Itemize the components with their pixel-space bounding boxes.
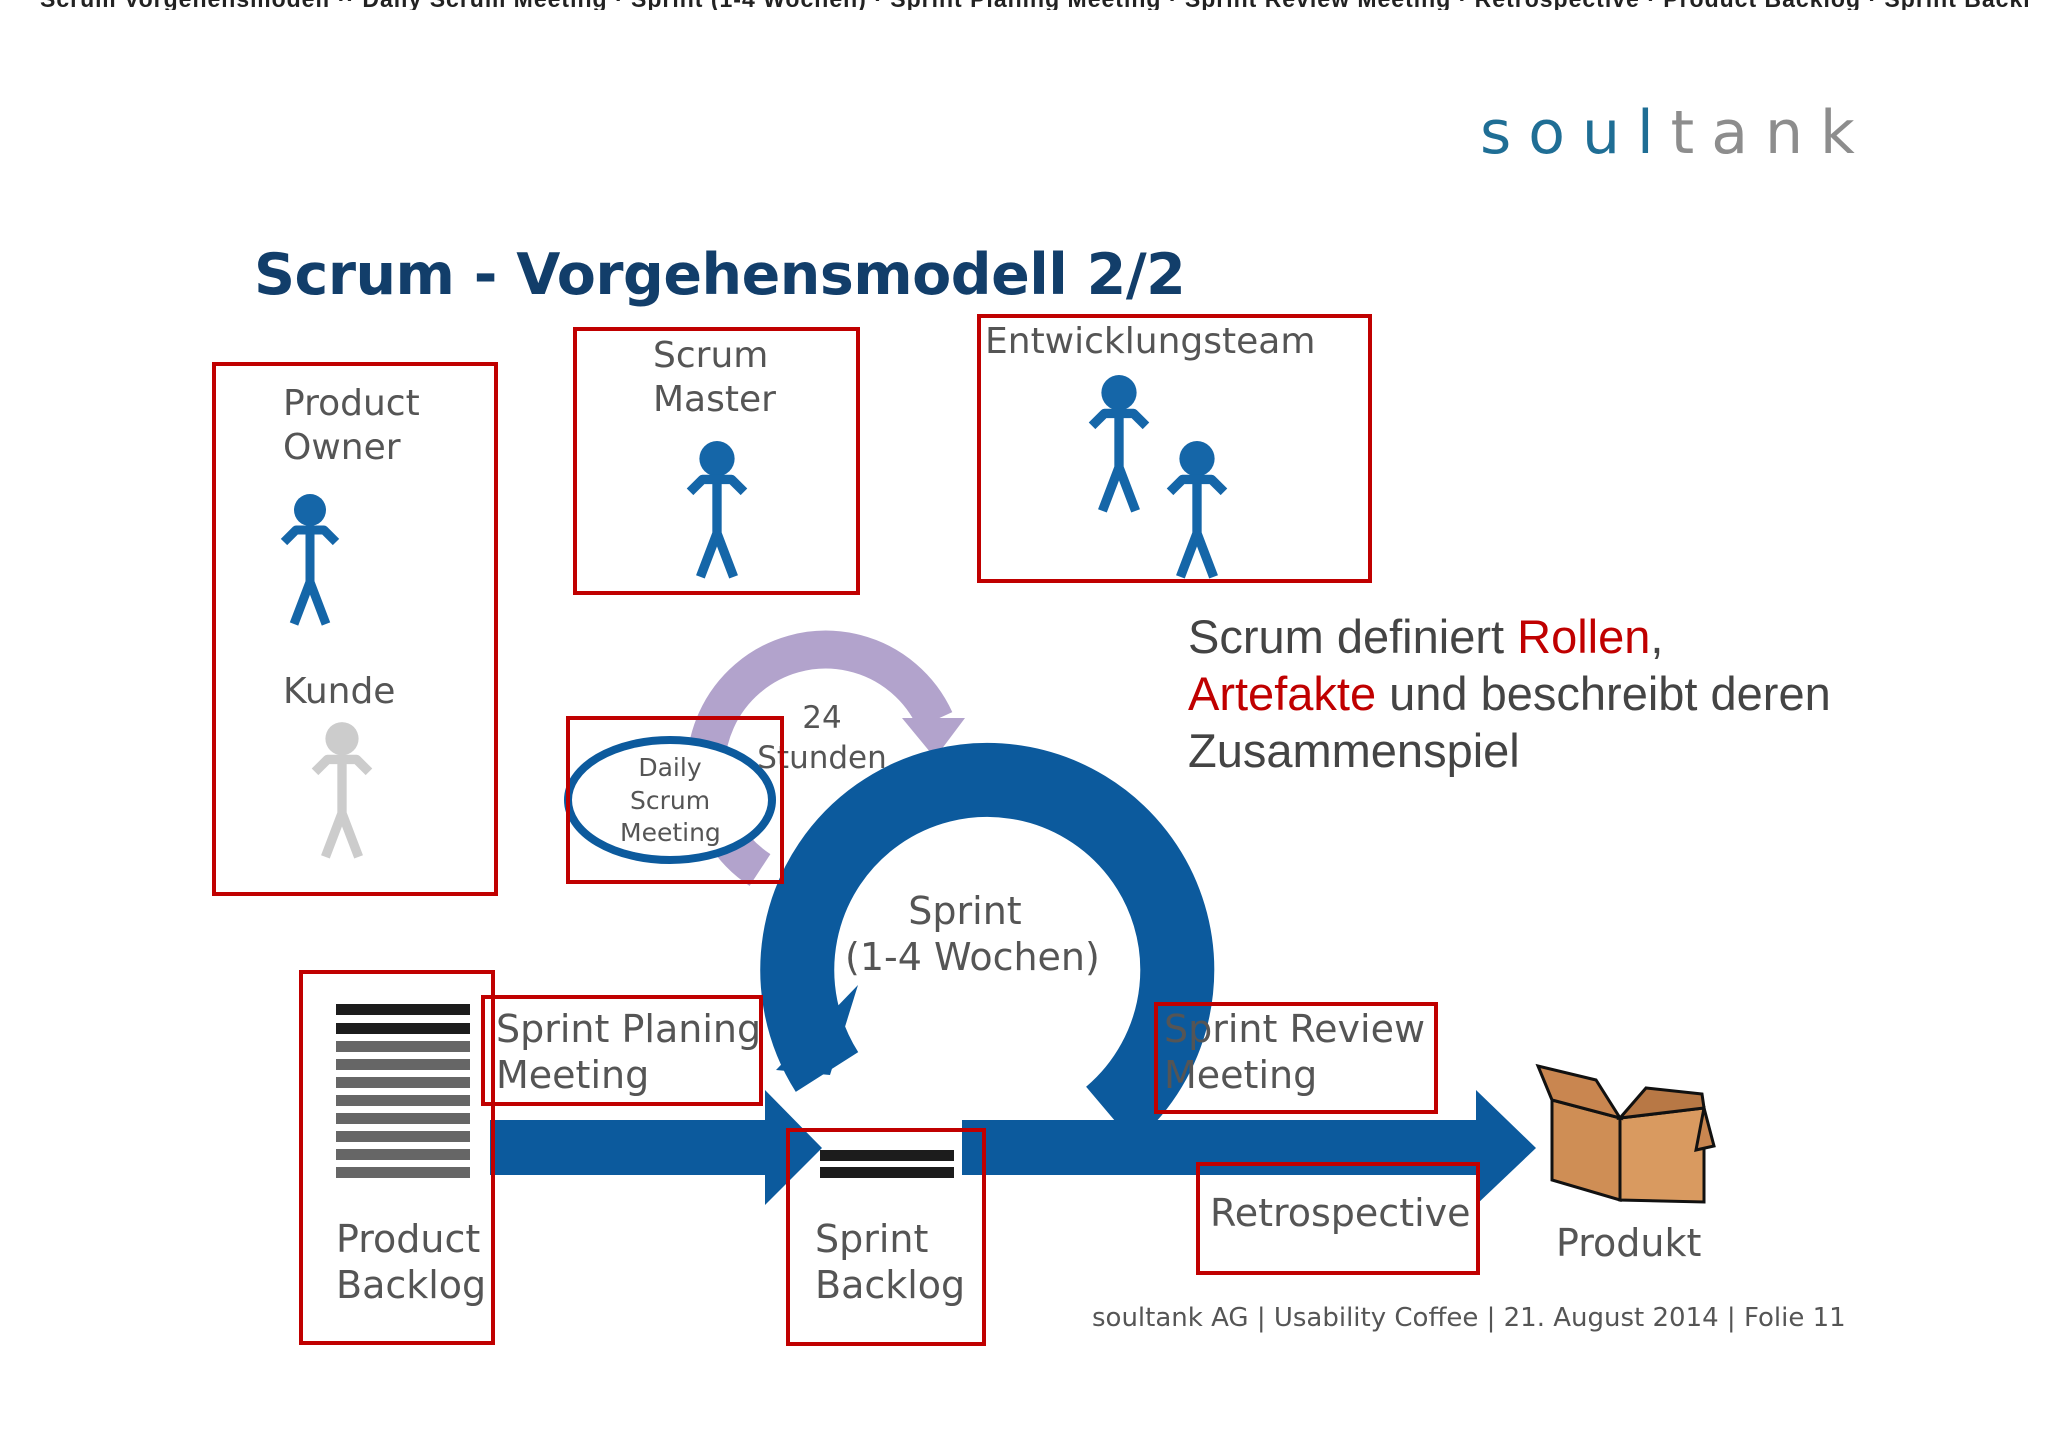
statement-line-3: Zusammenspiel bbox=[1188, 724, 1520, 777]
scrum-master-box bbox=[573, 327, 860, 595]
page-title: Scrum - Vorgehensmodell 2/2 bbox=[254, 242, 1186, 308]
sprint-review-box bbox=[1154, 1002, 1438, 1114]
daily-meeting-box bbox=[566, 716, 784, 884]
statement-artefakte: Artefakte bbox=[1188, 667, 1377, 720]
flow-arrow-1 bbox=[490, 1090, 822, 1205]
produkt-label: Produkt bbox=[1556, 1221, 1702, 1265]
scrum-statement: Scrum definiert Rollen, Artefakte und be… bbox=[1188, 608, 1831, 779]
sprint-planing-label: Sprint Planing Meeting bbox=[496, 1007, 762, 1098]
sprint-planing-box bbox=[481, 995, 763, 1106]
team-member-2-icon bbox=[1166, 441, 1228, 579]
logo-part-soul: soul bbox=[1480, 98, 1671, 168]
sprint-cycle-arrow bbox=[760, 743, 1215, 1144]
slide-footer: soultank AG | Usability Coffee | 21. Aug… bbox=[1092, 1303, 1846, 1333]
kunde-label: Kunde bbox=[283, 671, 396, 712]
hours-label: 24 Stunden bbox=[757, 700, 887, 777]
product-box-icon bbox=[1535, 1063, 1716, 1204]
entwicklungsteam-label: Entwicklungsteam bbox=[985, 321, 1316, 362]
statement-part-3: und beschreibt deren bbox=[1376, 667, 1831, 720]
soultank-logo: soultank bbox=[1480, 98, 1872, 168]
sprint-backlog-label: Sprint Backlog bbox=[815, 1217, 966, 1308]
product-backlog-list-icon bbox=[336, 1004, 470, 1178]
product-backlog-label: Product Backlog bbox=[336, 1217, 487, 1308]
entwicklungsteam-box bbox=[977, 314, 1372, 583]
header-cut-text: Scrum Vorgehensmodell ·· Daily Scrum Mee… bbox=[40, 0, 2030, 10]
team-member-1-icon bbox=[1088, 375, 1150, 513]
sprint-review-label: Sprint Review Meeting bbox=[1164, 1007, 1426, 1098]
daily-meeting-label: Daily Scrum Meeting bbox=[620, 753, 721, 847]
product-owner-kunde-box bbox=[212, 362, 498, 896]
statement-line-1: Scrum definiert Rollen, bbox=[1188, 608, 1831, 665]
statement-part-1: Scrum definiert bbox=[1188, 610, 1518, 663]
scrum-master-label: Scrum Master bbox=[653, 335, 776, 420]
statement-rollen: Rollen bbox=[1517, 610, 1651, 663]
retrospective-label: Retrospective bbox=[1210, 1191, 1471, 1235]
statement-part-2: , bbox=[1650, 610, 1664, 663]
statement-line-2: Artefakte und beschreibt deren bbox=[1188, 665, 1831, 722]
product-owner-label: Product Owner bbox=[283, 383, 420, 468]
product-owner-person-icon bbox=[280, 494, 340, 626]
product-backlog-box bbox=[299, 970, 495, 1345]
sprint-backlog-list-icon bbox=[820, 1150, 954, 1178]
retrospective-box bbox=[1196, 1162, 1480, 1275]
sprint-label: Sprint (1-4 Wochen) bbox=[845, 889, 1100, 980]
logo-part-tank: tank bbox=[1670, 98, 1872, 168]
scrum-master-person-icon bbox=[686, 441, 748, 579]
sprint-backlog-box bbox=[786, 1128, 986, 1346]
kunde-person-icon bbox=[311, 722, 373, 859]
